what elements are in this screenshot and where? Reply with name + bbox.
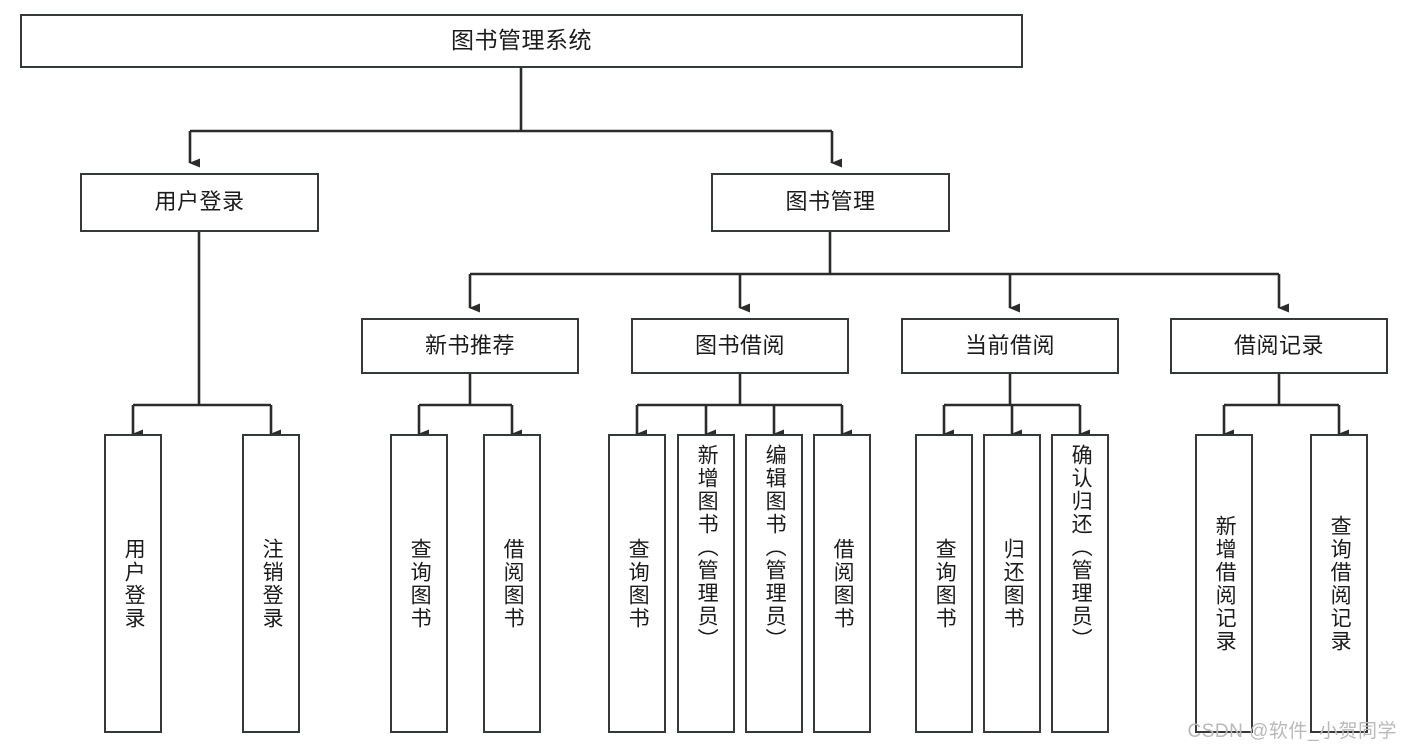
node-label: 新书推荐 bbox=[424, 332, 515, 358]
node-leaf-add-book-admin[interactable]: 新增图书（管理员） bbox=[677, 434, 735, 733]
node-leaf-user-login[interactable]: 用户登录 bbox=[104, 434, 162, 733]
node-leaf-query-book-recommend[interactable]: 查询图书 bbox=[390, 434, 448, 733]
node-book-management[interactable]: 图书管理 bbox=[711, 173, 950, 232]
node-leaf-return-book[interactable]: 归还图书 bbox=[983, 434, 1041, 733]
node-label: 图书管理系统 bbox=[451, 27, 592, 54]
node-label: 注销登录 bbox=[260, 537, 284, 630]
node-label: 新增借阅记录 bbox=[1213, 514, 1237, 653]
node-label: 查询图书 bbox=[408, 537, 432, 630]
node-label: 编辑图书（管理员） bbox=[763, 444, 787, 651]
node-leaf-add-borrow-record[interactable]: 新增借阅记录 bbox=[1195, 434, 1253, 733]
node-label: 查询图书 bbox=[933, 537, 957, 630]
node-label: 图书管理 bbox=[785, 189, 876, 215]
node-root-book-management-system[interactable]: 图书管理系统 bbox=[20, 14, 1023, 68]
node-label: 查询借阅记录 bbox=[1328, 514, 1352, 653]
node-label: 图书借阅 bbox=[694, 332, 785, 358]
node-label: 借阅图书 bbox=[831, 537, 855, 630]
node-label: 查询图书 bbox=[626, 537, 650, 630]
node-label: 新增图书（管理员） bbox=[695, 444, 719, 651]
node-leaf-borrow-book-recommend[interactable]: 借阅图书 bbox=[483, 434, 541, 733]
node-label: 借阅图书 bbox=[501, 537, 525, 630]
node-book-borrow[interactable]: 图书借阅 bbox=[631, 318, 849, 374]
node-leaf-confirm-return-admin[interactable]: 确认归还（管理员） bbox=[1051, 434, 1109, 733]
node-leaf-query-book-current[interactable]: 查询图书 bbox=[915, 434, 973, 733]
node-label: 用户登录 bbox=[122, 537, 146, 630]
node-user-login[interactable]: 用户登录 bbox=[80, 173, 319, 232]
node-label: 当前借阅 bbox=[964, 332, 1055, 358]
node-leaf-borrow-book[interactable]: 借阅图书 bbox=[813, 434, 871, 733]
csdn-watermark: CSDN @软件_小贺同学 bbox=[1187, 721, 1397, 742]
node-label: 借阅记录 bbox=[1233, 332, 1324, 358]
node-leaf-logout-login[interactable]: 注销登录 bbox=[242, 434, 300, 733]
node-leaf-query-borrow-record[interactable]: 查询借阅记录 bbox=[1310, 434, 1368, 733]
node-current-borrow[interactable]: 当前借阅 bbox=[901, 318, 1119, 374]
node-leaf-edit-book-admin[interactable]: 编辑图书（管理员） bbox=[745, 434, 803, 733]
node-new-book-recommend[interactable]: 新书推荐 bbox=[361, 318, 579, 374]
node-label: 确认归还（管理员） bbox=[1069, 444, 1093, 651]
node-leaf-query-book-borrow[interactable]: 查询图书 bbox=[608, 434, 666, 733]
node-label: 归还图书 bbox=[1001, 537, 1025, 630]
node-label: 用户登录 bbox=[154, 189, 245, 215]
node-borrow-record[interactable]: 借阅记录 bbox=[1170, 318, 1388, 374]
